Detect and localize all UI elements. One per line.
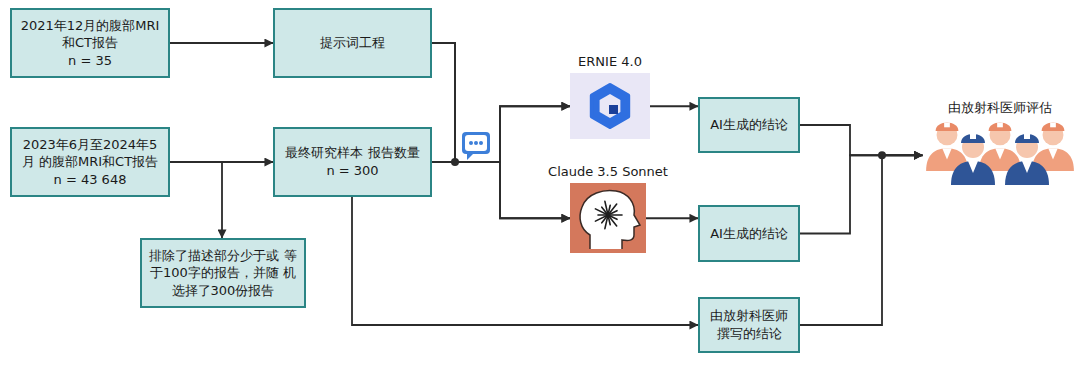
heading-text: Claude 3.5 Sonnet (548, 164, 668, 180)
box-text: 2023年6月至2024年5月 的腹部MRI和CT报告 (18, 136, 162, 171)
box-text: n = 43 648 (54, 171, 127, 189)
flow-arrow (650, 105, 698, 107)
junction-dot (878, 151, 886, 159)
note-box: 排除了描述部分少于或 等于100字的报告，并随 机选择了300份报告 (140, 238, 306, 308)
claude-logo (570, 183, 646, 253)
flow-arrow (352, 197, 698, 325)
evaluator-group: 由放射科医师评估 (922, 100, 1077, 191)
flow-arrow (800, 155, 923, 233)
flow-arrow (170, 42, 273, 44)
box-text: 提示词工程 (320, 34, 385, 52)
flow-arrow (800, 155, 923, 325)
heading-text: ERNIE 4.0 (578, 54, 642, 70)
model-logo: Claude 3.5 Sonnet (548, 164, 668, 253)
result-box: AI生成的结论 (698, 205, 800, 262)
flow-arrow (170, 162, 222, 238)
box-text: 由放射科医师 撰写的结论 (706, 307, 792, 342)
flow-arrow (432, 43, 570, 162)
box-text: 2021年12月的腹部MRI 和CT报告 (18, 17, 162, 52)
chat-bubble-icon (462, 132, 490, 160)
junction-dot (451, 158, 459, 166)
heading-text: 由放射科医师评估 (948, 100, 1052, 116)
flow-arrow (432, 43, 570, 218)
box-text: AI生成的结论 (710, 116, 788, 134)
box-text: AI生成的结论 (710, 225, 788, 243)
process-box: 提示词工程 (273, 8, 432, 78)
flow-arrow (646, 217, 698, 219)
radiologists-icon (925, 119, 1075, 191)
box-text: n = 300 (326, 162, 378, 180)
model-logo: ERNIE 4.0 (555, 54, 665, 139)
flow-arrow (432, 106, 570, 162)
process-box: 最终研究样本 报告数量n = 300 (273, 127, 432, 197)
flow-arrow (800, 125, 923, 155)
box-text: 最终研究样本 报告数量 (285, 144, 419, 162)
process-box: 2021年12月的腹部MRI 和CT报告n = 35 (10, 8, 170, 78)
result-box: 由放射科医师 撰写的结论 (698, 297, 800, 353)
box-text: n = 35 (68, 52, 112, 70)
process-box: 2023年6月至2024年5月 的腹部MRI和CT报告n = 43 648 (10, 127, 170, 197)
box-text: 排除了描述部分少于或 等于100字的报告，并随 机选择了300份报告 (148, 247, 298, 300)
ernie-logo (570, 73, 650, 139)
result-box: AI生成的结论 (698, 97, 800, 153)
